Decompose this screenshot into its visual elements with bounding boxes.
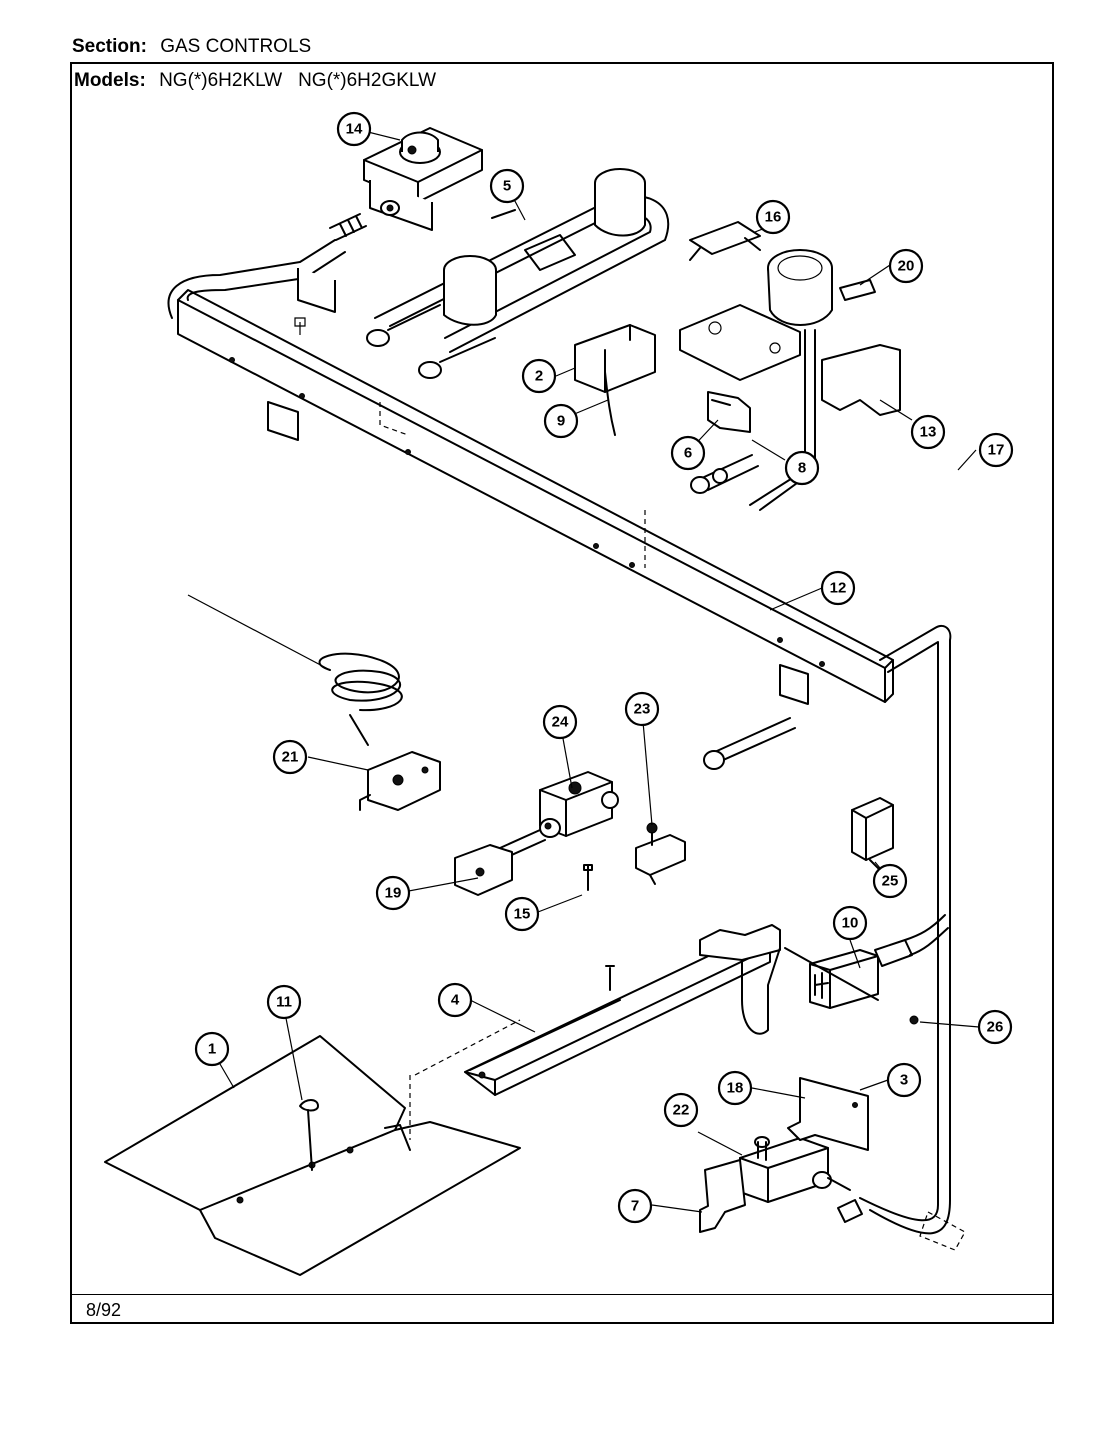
- pressure-regulator: [363, 127, 483, 231]
- callout-23: 23: [624, 691, 660, 727]
- diagram-frame: [70, 62, 1054, 1324]
- spark-igniter-bracket: [574, 324, 656, 436]
- callout-18: 18: [717, 1070, 753, 1106]
- callout-10: 10: [832, 905, 868, 941]
- models-heading: Models: NG(*)6H2KLW NG(*)6H2GKLW: [74, 70, 436, 92]
- svg-text:25: 25: [882, 873, 899, 890]
- gas-supply-tube: [837, 624, 966, 1251]
- callout-13: 13: [910, 414, 946, 450]
- orifice-tube: [707, 717, 796, 766]
- svg-text:9: 9: [557, 413, 565, 430]
- svg-text:2: 2: [535, 368, 543, 385]
- revision-date: 8/92: [86, 1300, 122, 1320]
- callout-8: 8: [784, 450, 820, 486]
- svg-text:8: 8: [798, 460, 806, 477]
- svg-text:24: 24: [552, 714, 569, 731]
- svg-text:13: 13: [920, 424, 937, 441]
- callout-3: 3: [886, 1062, 922, 1098]
- svg-text:26: 26: [987, 1019, 1004, 1036]
- models-label: Models:: [74, 70, 146, 91]
- safety-valve: [739, 1136, 851, 1203]
- valve-bracket-small: [699, 1159, 746, 1233]
- callout-14: 14: [336, 111, 372, 147]
- models-value: NG(*)6H2KLW NG(*)6H2GKLW: [159, 70, 437, 91]
- svg-text:3: 3: [900, 1072, 908, 1089]
- valve-screw: [583, 864, 593, 891]
- callout-21: 21: [272, 739, 308, 775]
- callout-9: 9: [543, 403, 579, 439]
- section-heading: Section: GAS CONTROLS: [72, 36, 311, 58]
- callout-20: 20: [888, 248, 924, 284]
- callout-6: 6: [670, 435, 706, 471]
- svg-text:14: 14: [346, 121, 363, 138]
- svg-text:4: 4: [451, 992, 460, 1009]
- orifice-hood-fitting: [635, 822, 686, 885]
- svg-text:7: 7: [631, 1198, 639, 1215]
- svg-text:6: 6: [684, 445, 692, 462]
- footer-divider: [70, 1294, 1054, 1295]
- section-value: GAS CONTROLS: [160, 36, 312, 57]
- callout-4: 4: [437, 982, 473, 1018]
- svg-text:23: 23: [634, 701, 651, 718]
- surface-burner-assembly: [366, 168, 670, 379]
- orifice-fitting: [690, 454, 759, 494]
- callout-5: 5: [489, 168, 525, 204]
- burner-valve: [499, 771, 619, 859]
- oven-burner: [464, 924, 781, 1096]
- callout-17: 17: [978, 432, 1014, 468]
- callout-26: 26: [977, 1009, 1013, 1045]
- svg-text:20: 20: [898, 258, 915, 275]
- callout-15: 15: [504, 896, 540, 932]
- svg-text:22: 22: [673, 1102, 690, 1119]
- heat-deflector-shield: [104, 1035, 521, 1276]
- svg-text:5: 5: [503, 178, 511, 195]
- manifold-pipe: [167, 213, 894, 705]
- callout-7: 7: [617, 1188, 653, 1224]
- hot-surface-igniter: [784, 914, 949, 1025]
- callout-22: 22: [663, 1092, 699, 1128]
- svg-text:15: 15: [514, 906, 531, 923]
- callout-11: 11: [266, 984, 302, 1020]
- valve-mounting-bracket: [787, 1077, 869, 1151]
- svg-text:17: 17: [988, 442, 1005, 459]
- callout-19: 19: [375, 875, 411, 911]
- svg-text:19: 19: [385, 885, 402, 902]
- svg-text:12: 12: [830, 580, 847, 597]
- svg-text:10: 10: [842, 915, 859, 932]
- svg-text:1: 1: [208, 1041, 216, 1058]
- svg-text:16: 16: [765, 209, 782, 226]
- callout-12: 12: [820, 570, 856, 606]
- callout-1: 1: [194, 1031, 230, 1067]
- spring-clip: [299, 1099, 319, 1112]
- callout-16: 16: [755, 199, 791, 235]
- callout-25: 25: [872, 863, 908, 899]
- callout-24: 24: [542, 704, 578, 740]
- capillary-thermostat: [187, 594, 441, 811]
- callout-2: 2: [521, 358, 557, 394]
- svg-text:21: 21: [282, 749, 299, 766]
- svg-text:18: 18: [727, 1080, 744, 1097]
- svg-text:11: 11: [276, 994, 292, 1011]
- spark-module: [851, 797, 894, 871]
- oven-thermostat: [679, 221, 901, 511]
- bracket-clip: [707, 391, 751, 433]
- section-label: Section:: [72, 36, 147, 57]
